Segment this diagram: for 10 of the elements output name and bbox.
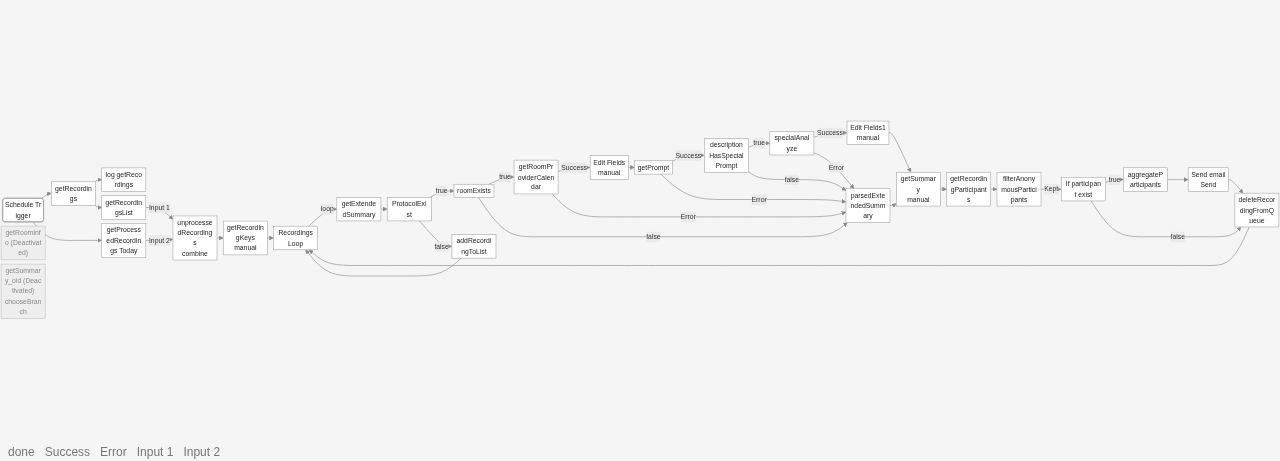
port-label: Input 2 [183,445,221,459]
arrow [990,187,998,192]
arrow [940,187,947,192]
port-label: Success [44,445,91,459]
arrow [267,235,274,241]
arrow [889,203,897,209]
port-label: done [8,445,35,459]
arrow [627,165,635,171]
port-label: Error [100,445,127,459]
port-label: Input 1 [136,445,174,459]
